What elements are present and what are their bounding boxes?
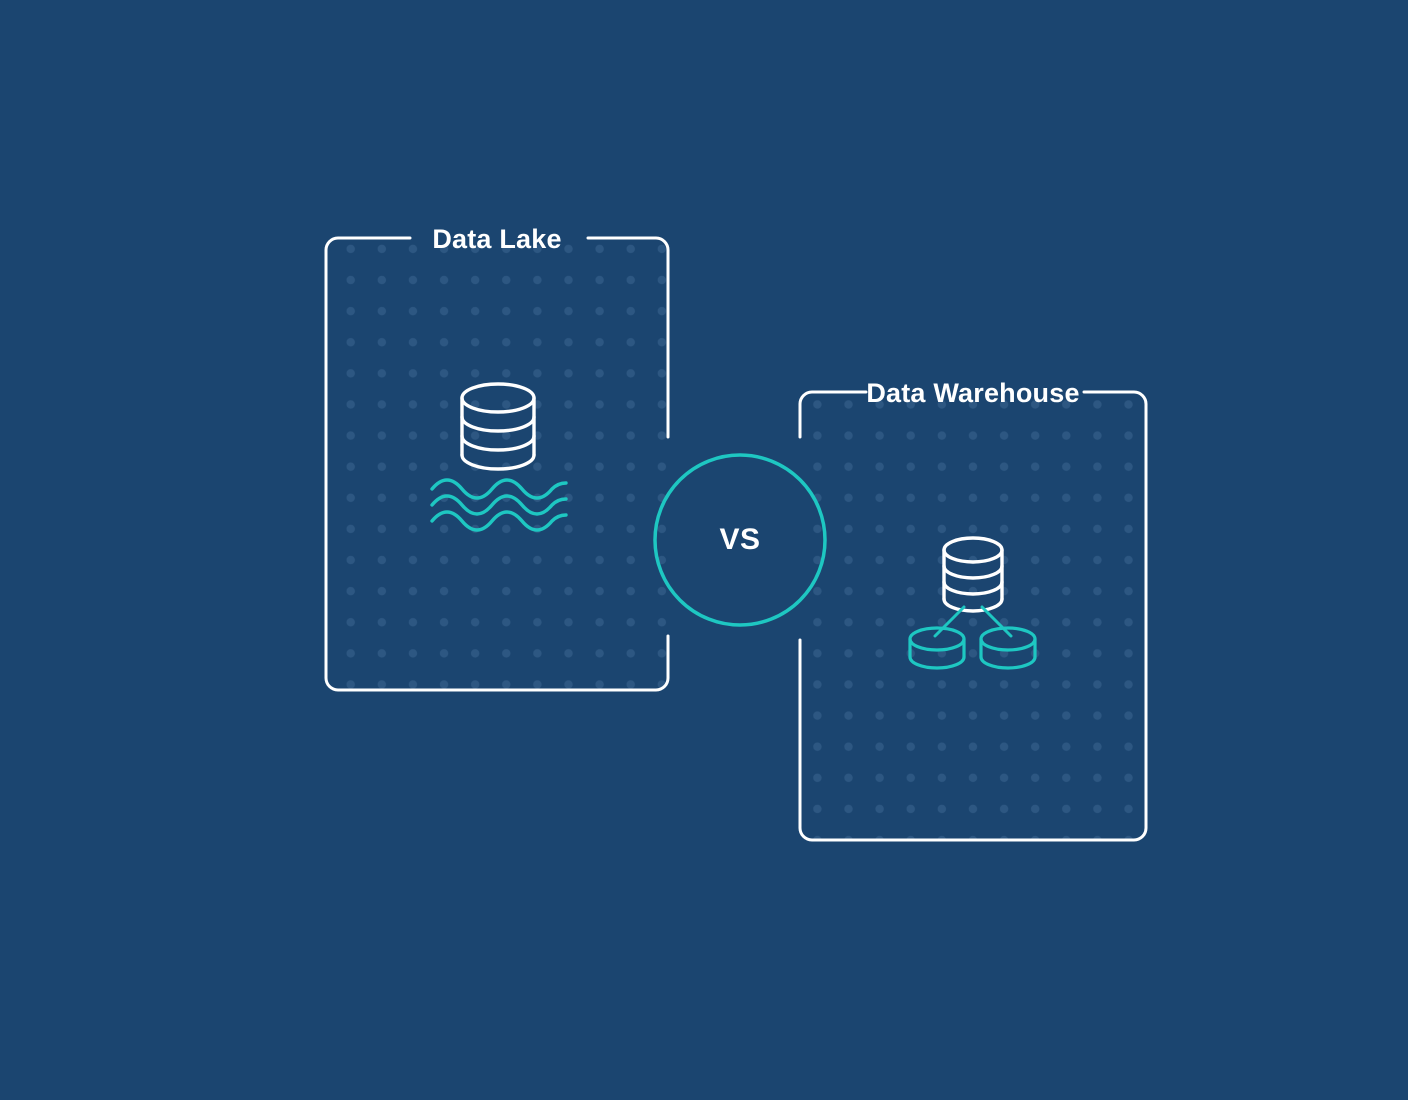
data-warehouse-pattern	[800, 392, 1146, 840]
water-waves-icon	[430, 478, 568, 532]
data-lake-box-border	[324, 236, 670, 692]
data-warehouse-title: Data Warehouse	[866, 378, 1080, 408]
database-cylinder-icon	[460, 382, 536, 471]
vs-circle	[653, 453, 827, 627]
vs-label: VS	[719, 523, 761, 556]
data-lake-title: Data Lake	[432, 224, 562, 254]
data-lake-pattern	[326, 238, 668, 690]
disc-node-left-icon	[908, 626, 966, 670]
branch-connector-icon	[933, 605, 1013, 638]
database-cylinder-icon	[942, 536, 1004, 613]
disc-node-right-icon	[979, 626, 1037, 670]
data-warehouse-box-border	[798, 390, 1148, 842]
